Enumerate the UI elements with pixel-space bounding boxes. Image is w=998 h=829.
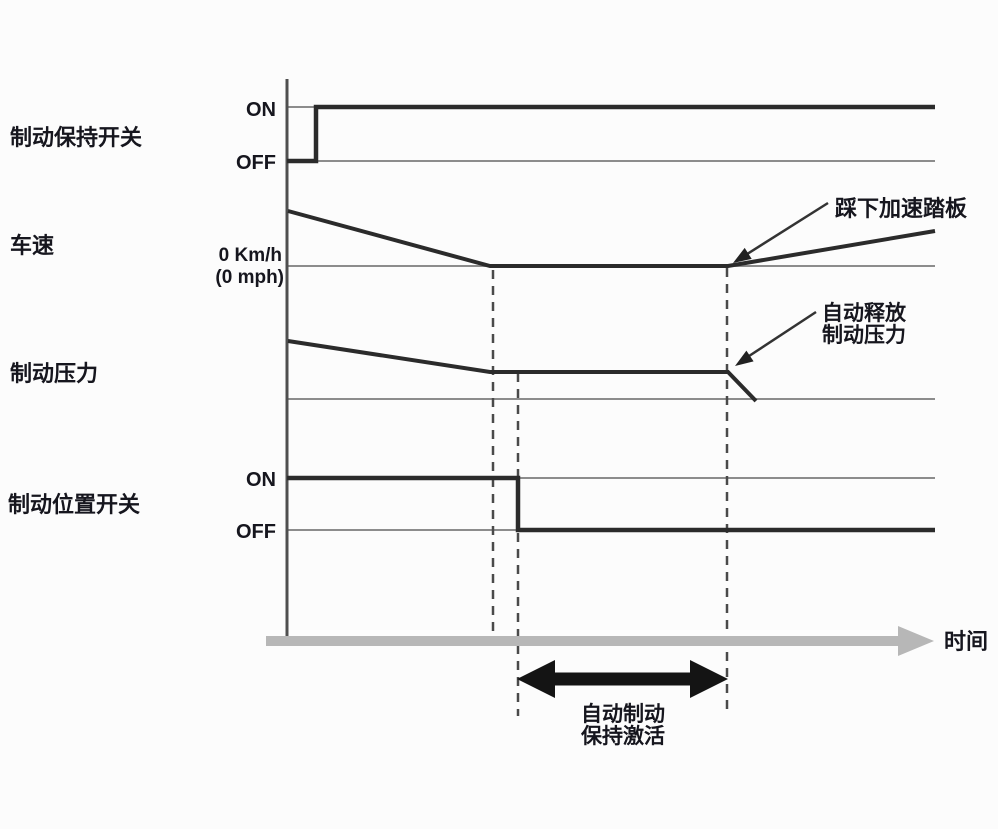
- brake-hold-switch-label: 制动保持开关: [10, 125, 142, 150]
- time-axis-label: 时间: [944, 629, 988, 654]
- signal-traces: [287, 104, 936, 533]
- auto-release-arrow-line: [745, 310, 817, 360]
- auto-release-annotation-line2: 制动压力: [822, 324, 906, 347]
- brake-position-off-label: OFF: [236, 521, 276, 543]
- axes: [266, 79, 934, 656]
- labels: 制动保持开关 ON OFF 车速 0 Km/h (0 mph) 制动压力 制动位…: [8, 99, 988, 748]
- zero-mph-label: (0 mph): [215, 267, 284, 288]
- brake-pressure-label: 制动压力: [10, 361, 98, 386]
- auto-hold-annotation-line2: 保持激活: [580, 724, 665, 748]
- annotation-arrows: [517, 201, 829, 698]
- accelerator-pressed-annotation: 踩下加速踏板: [835, 196, 968, 221]
- event-lines: [491, 268, 729, 716]
- accelerator-arrowhead-icon: [733, 247, 752, 263]
- auto-hold-annotation-line1: 自动制动: [581, 702, 665, 726]
- brake-position-switch-label: 制动位置开关: [8, 492, 140, 517]
- brake-hold-on-label: ON: [246, 99, 276, 121]
- brake-position-on-label: ON: [246, 469, 276, 491]
- time-axis-arrowhead-icon: [898, 626, 934, 656]
- brake-hold-off-label: OFF: [236, 152, 276, 174]
- vehicle-speed-label: 车速: [10, 233, 54, 258]
- zero-kmh-label: 0 Km/h: [219, 245, 282, 266]
- auto-release-arrowhead-icon: [735, 350, 754, 366]
- brake-pressure-trace: [287, 339, 758, 403]
- brake-hold-switch-trace: [287, 104, 935, 164]
- brake-position-switch-trace: [287, 475, 935, 533]
- auto-release-annotation-line1: 自动释放: [822, 301, 907, 325]
- accelerator-arrow-line: [743, 201, 829, 258]
- vehicle-speed-trace: [287, 209, 936, 268]
- hold-range-double-arrow-icon: [517, 660, 728, 698]
